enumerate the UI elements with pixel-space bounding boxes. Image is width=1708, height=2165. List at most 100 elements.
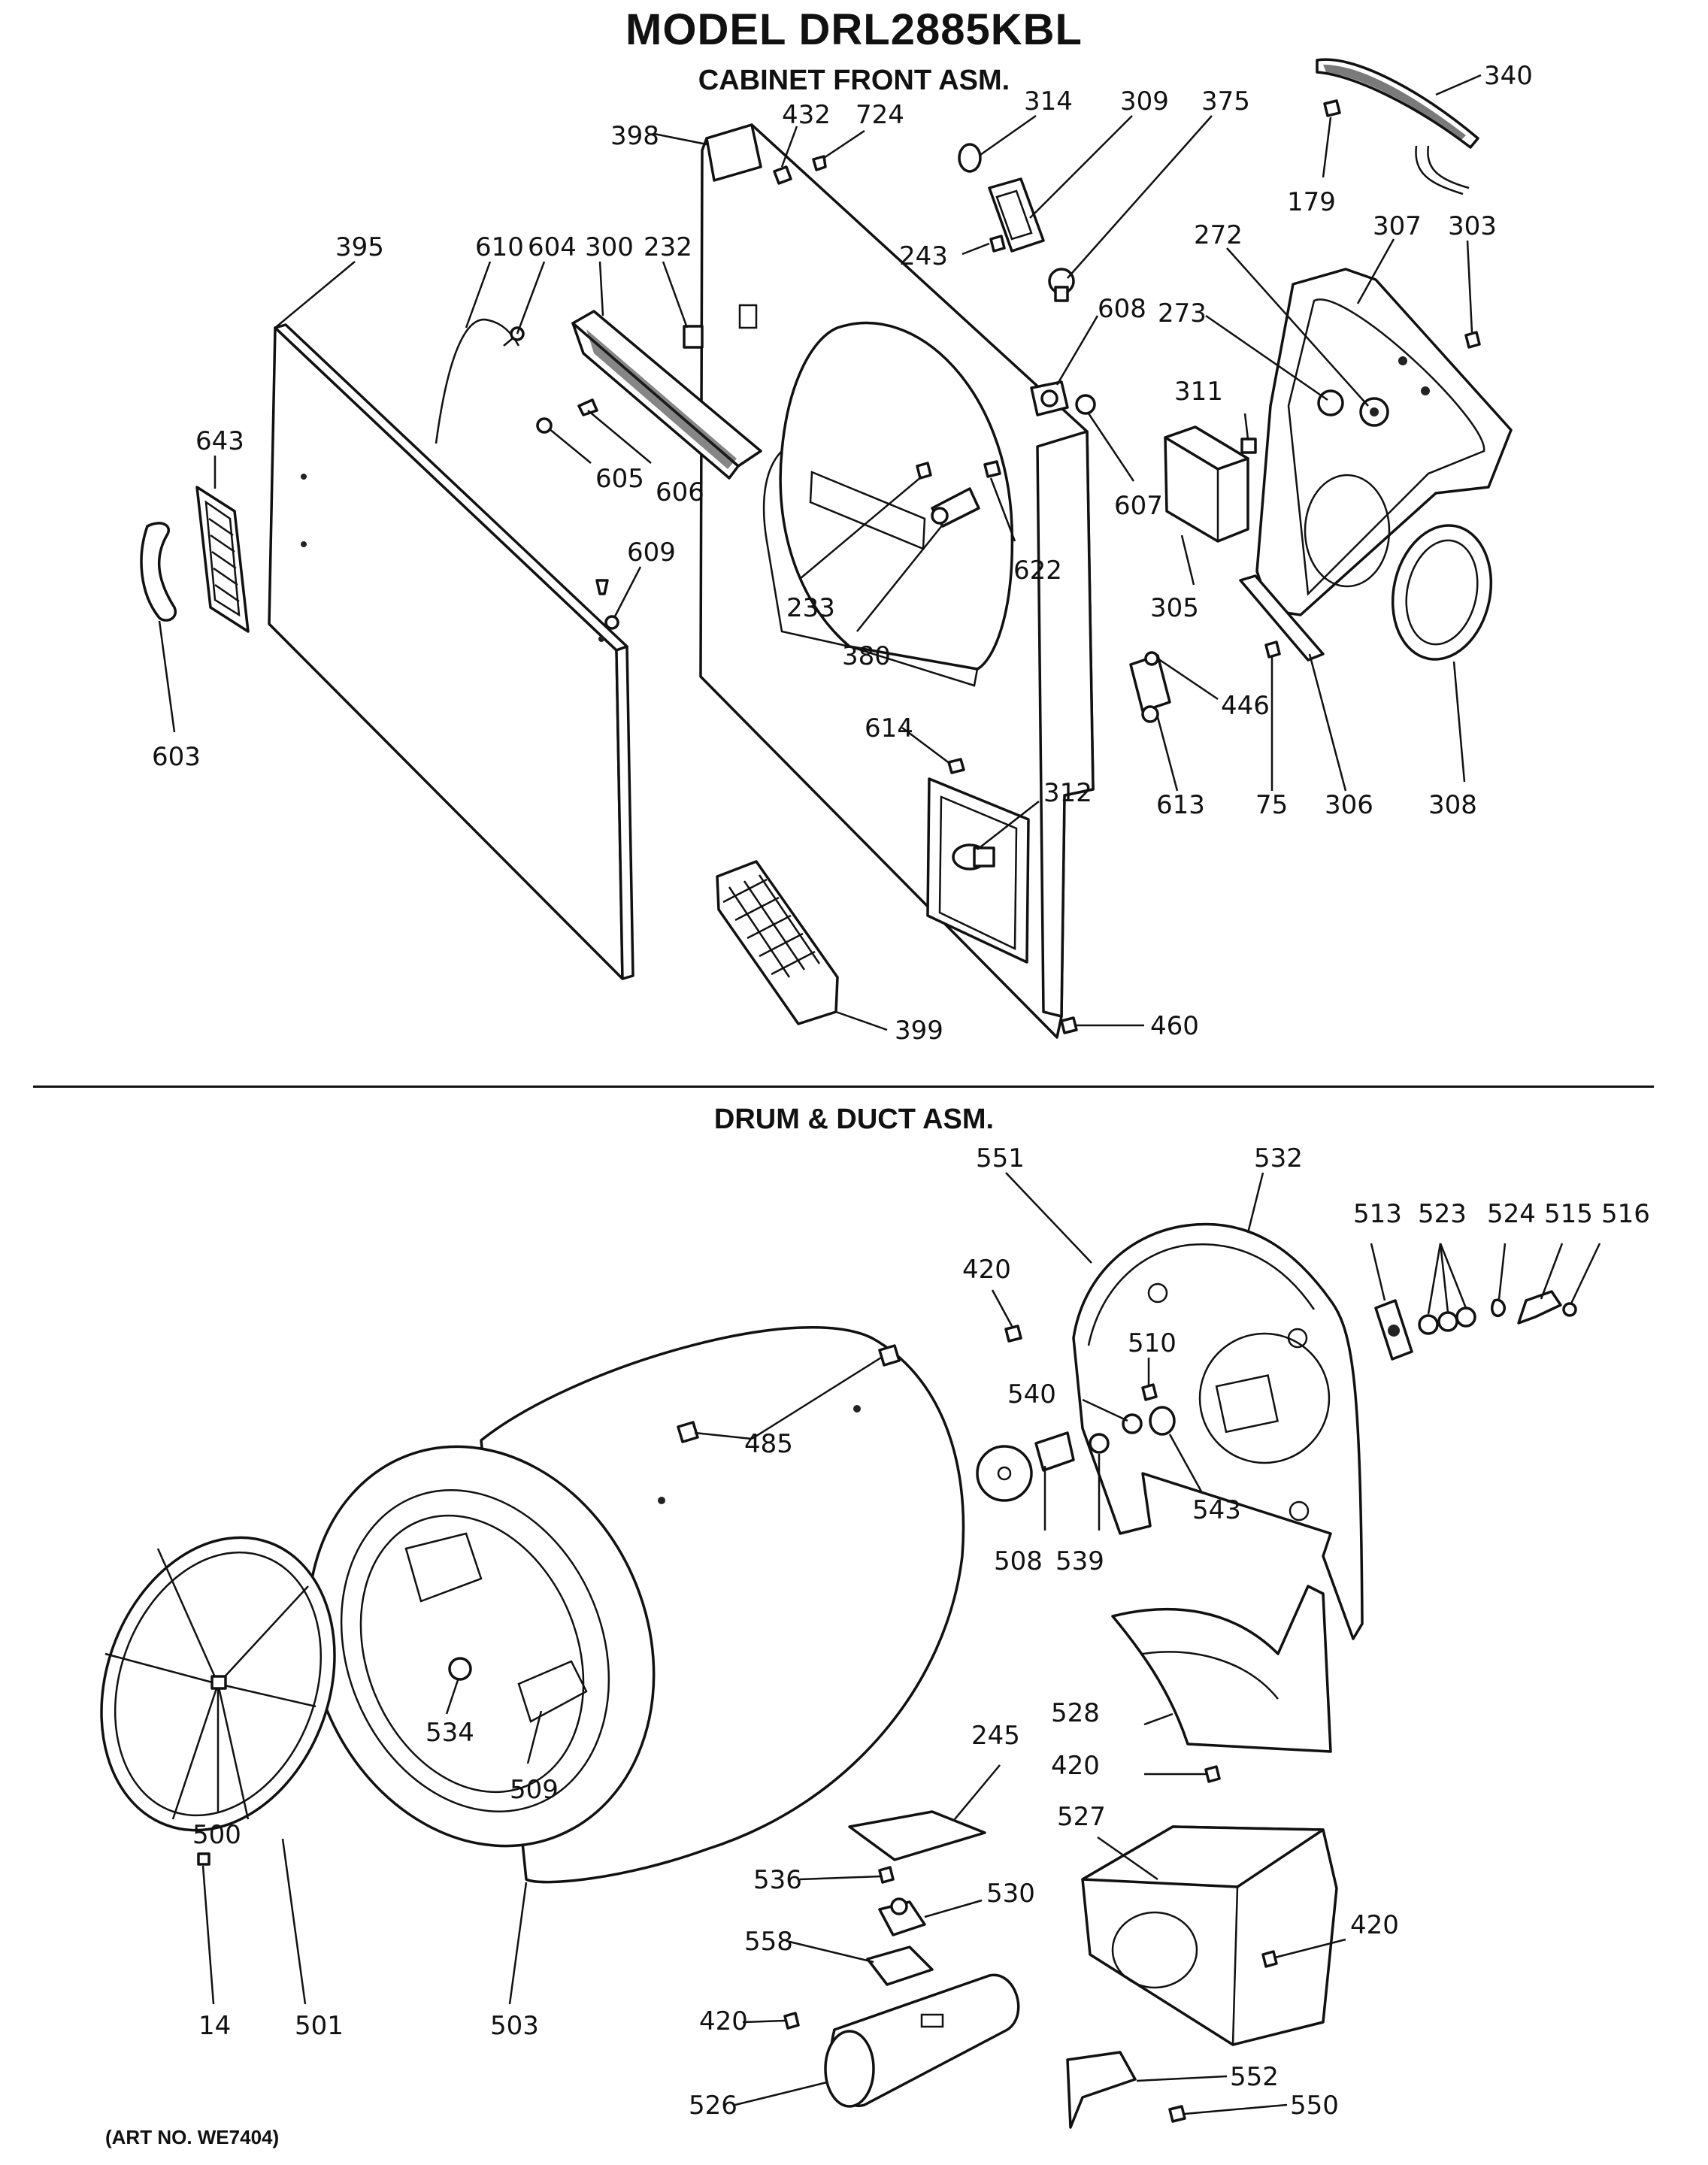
louver-643 [195, 486, 250, 633]
shaft-508 [976, 1431, 1075, 1502]
callout-513: 513 [1353, 1199, 1402, 1229]
washer-540 [1122, 1413, 1143, 1434]
bracket-306 [1239, 574, 1325, 662]
duct-528 [1111, 1585, 1332, 1753]
screw-420d [783, 2012, 800, 2030]
callout-420-left: 420 [699, 2006, 748, 2036]
screw-460 [1060, 1016, 1078, 1034]
callout-614: 614 [865, 713, 913, 743]
door-handle-603 [140, 522, 177, 622]
plate-245 [848, 1810, 986, 1861]
callout-508: 508 [994, 1546, 1043, 1576]
washer-446 [1144, 651, 1159, 666]
screw-516 [1562, 1302, 1577, 1317]
control-box-305 [1164, 425, 1249, 543]
heater-526 [824, 1973, 1020, 2108]
screw-303 [1464, 331, 1481, 349]
callout-552: 552 [1230, 2062, 1279, 2092]
screw-510 [1141, 1383, 1158, 1401]
bracket-558 [866, 1945, 934, 1986]
knob-375 [1048, 268, 1075, 302]
screw-420c [1261, 1950, 1278, 1968]
washers-523 [1418, 1307, 1476, 1335]
bracket-515 [1517, 1290, 1562, 1325]
switch-608 [1030, 380, 1069, 416]
callout-272: 272 [1194, 220, 1243, 250]
callout-243: 243 [899, 241, 948, 271]
thermistor-273 [1317, 389, 1344, 416]
callout-303: 303 [1448, 211, 1497, 241]
callout-446: 446 [1221, 691, 1270, 721]
door-seal-308 [1391, 524, 1493, 661]
washer-539 [1089, 1433, 1110, 1454]
callout-340: 340 [1484, 61, 1533, 91]
rear-bulkhead-532 [1072, 1222, 1364, 1640]
callout-312: 312 [1043, 778, 1092, 808]
callout-420-top: 420 [962, 1255, 1011, 1285]
light-340 [1316, 58, 1479, 195]
screw-233 [916, 462, 932, 480]
clip-232 [683, 325, 704, 349]
callout-308: 308 [1428, 790, 1477, 820]
callout-536: 536 [753, 1865, 802, 1895]
callout-528: 528 [1051, 1698, 1100, 1728]
callout-509: 509 [510, 1775, 559, 1805]
drum-503 [307, 1325, 965, 1884]
nut-607 [1075, 394, 1096, 415]
callout-399: 399 [895, 1016, 943, 1046]
bracket-552 [1066, 2051, 1137, 2129]
callout-300: 300 [585, 232, 634, 262]
washer-605 [536, 417, 553, 434]
clip-14 [197, 1852, 210, 1866]
screw-485 [677, 1344, 901, 1443]
callout-232: 232 [644, 232, 692, 262]
callout-307: 307 [1373, 211, 1422, 241]
callout-306: 306 [1325, 790, 1373, 820]
callout-273: 273 [1158, 298, 1207, 329]
callout-539: 539 [1055, 1546, 1104, 1576]
bracket-309 [988, 177, 1045, 253]
callout-524: 524 [1487, 1199, 1536, 1229]
callout-550: 550 [1290, 2091, 1339, 2121]
screw-724 [812, 155, 827, 171]
callout-485: 485 [744, 1429, 793, 1459]
callout-558: 558 [744, 1927, 793, 1957]
callout-534: 534 [425, 1718, 474, 1748]
screw-243 [989, 235, 1006, 253]
wire-harness-610 [435, 318, 520, 444]
callout-398: 398 [610, 121, 659, 151]
control-frame-307 [1255, 268, 1513, 616]
leader-lines [158, 74, 1601, 2115]
nut-432 [773, 165, 792, 185]
callout-540: 540 [1007, 1379, 1056, 1410]
lamp-socket-312 [952, 843, 995, 871]
callout-523: 523 [1418, 1199, 1467, 1229]
callout-515: 515 [1544, 1199, 1593, 1229]
switch-314 [958, 143, 982, 173]
callout-245: 245 [971, 1721, 1020, 1751]
screw-179 [1323, 99, 1341, 117]
callout-375: 375 [1201, 86, 1250, 117]
callout-420-mid: 420 [1051, 1751, 1100, 1781]
callout-314: 314 [1024, 86, 1073, 117]
callout-432: 432 [782, 100, 831, 130]
thermostat-530 [878, 1897, 926, 1936]
model-title: MODEL DRL2885KBL [625, 5, 1083, 54]
callout-603: 603 [152, 742, 201, 772]
callout-527: 527 [1057, 1802, 1106, 1832]
callout-311: 311 [1174, 377, 1223, 407]
clip-524 [1491, 1298, 1506, 1317]
callout-460: 460 [1150, 1011, 1199, 1041]
callout-305: 305 [1150, 593, 1199, 623]
callout-395: 395 [335, 232, 384, 262]
toe-grille-399 [716, 860, 839, 1025]
clip-311 [1240, 438, 1257, 454]
callout-14: 14 [198, 2011, 231, 2041]
callout-500: 500 [192, 1820, 241, 1850]
screw-420b [1204, 1765, 1221, 1783]
callout-179: 179 [1287, 187, 1336, 217]
callout-608: 608 [1098, 294, 1146, 324]
screw-609 [595, 579, 619, 630]
